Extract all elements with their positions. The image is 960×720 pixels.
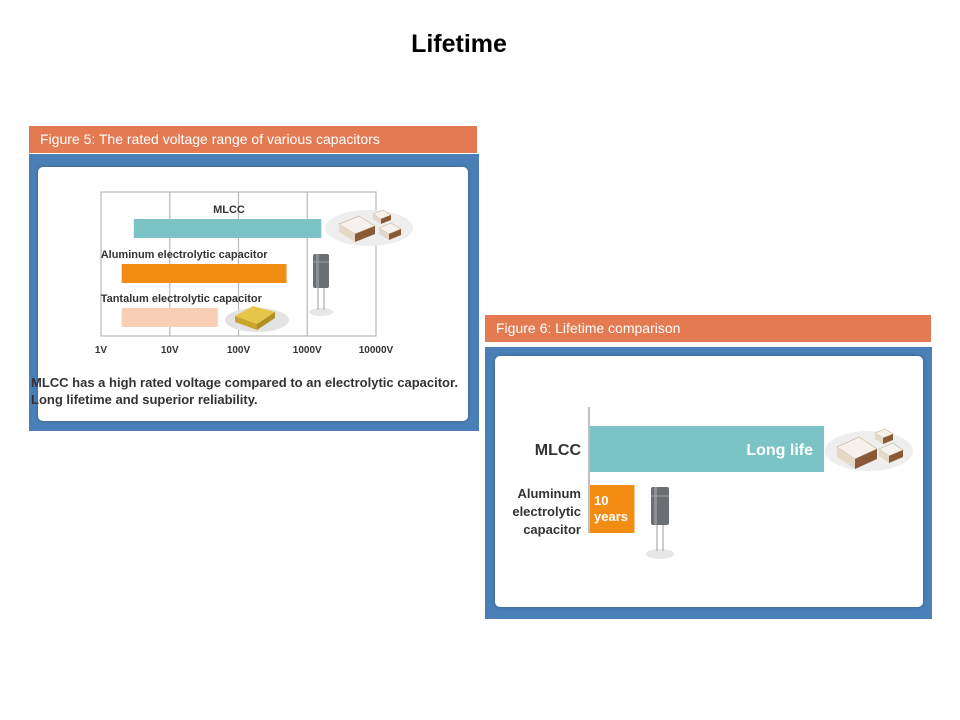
series-label: MLCC [213,204,245,216]
electrolytic-capacitor-icon [646,487,674,559]
voltage-range-bar [133,219,322,238]
voltage-range-bar [121,264,287,283]
series-label: Tantalum electrolytic capacitor [101,293,263,305]
mlcc-chips-icon [325,209,413,246]
lifetime-bar [590,485,635,533]
chip-large [338,215,376,242]
chip-small-2 [878,442,904,463]
x-tick-label: 10000V [359,345,394,356]
x-tick-label: 1V [95,345,108,356]
lifetime-bar [590,426,824,472]
series-label: Aluminum electrolytic capacitor [101,249,269,261]
x-tick-label: 1000V [293,345,322,356]
figure-6-frame [485,347,932,619]
chip-large [836,436,878,469]
figure-5-header: Figure 5: The rated voltage range of var… [29,126,477,153]
figure-5-panel [38,167,468,421]
chip-small-1 [372,209,392,224]
slide-title: Lifetime [411,30,507,58]
x-tick-label: 10V [161,345,179,356]
figure-5-frame [29,154,479,431]
figure-5-caption: MLCC has a high rated voltage compared t… [31,375,458,407]
category-label: MLCC [535,442,582,459]
x-tick-label: 100V [227,345,251,356]
chip-small-2 [378,222,402,240]
voltage-range-chart: MLCC Aluminum electrolytic capacitorTanta… [95,191,413,356]
tantalum-capacitor-icon [225,306,289,332]
bar-label: Long life [746,442,813,459]
electrolytic-capacitor-icon [309,254,333,316]
voltage-range-bar [121,308,218,327]
figure-6-panel [495,356,923,607]
chip-small-1 [874,428,894,444]
mlcc-chips-icon [825,428,913,471]
figure-6-header: Figure 6: Lifetime comparison [485,315,931,342]
